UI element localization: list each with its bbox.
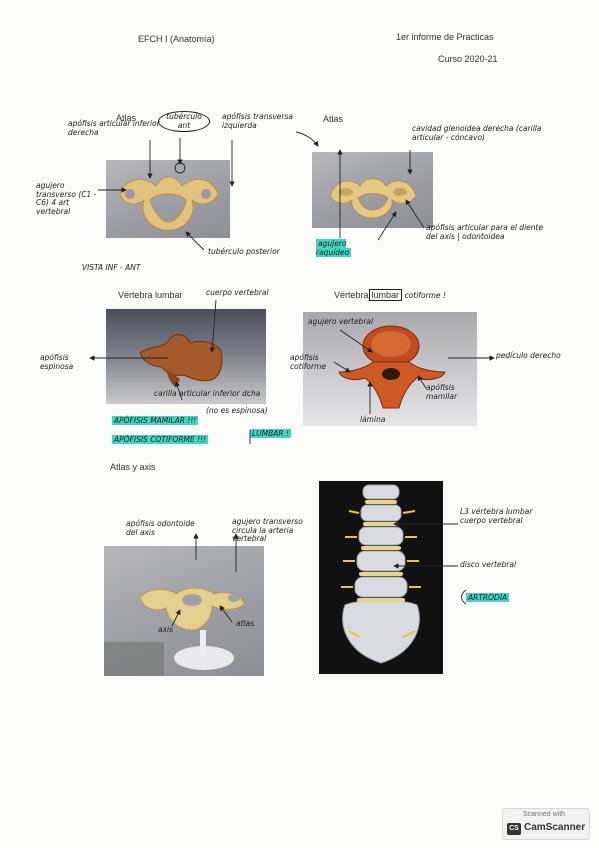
label-apofisis-articular-axis: apófisis articular para el diente del ax… — [426, 223, 544, 241]
lumbar-lateral-photo — [106, 309, 266, 404]
label-atlas: atlas — [236, 619, 255, 628]
label-no-espinosa: (no es espinosa) — [206, 406, 268, 415]
label-agujero-transverso-axis: agujero transverso circula la arteria ve… — [232, 517, 303, 544]
label-lumbar-highlight: LUMBAR ! — [250, 429, 292, 438]
camscanner-badge: Scanned with CS CamScanner — [502, 808, 590, 840]
lumbar-bone-drawing-right — [338, 325, 446, 409]
label-apofisis-cotiforme-highlight: APÓFISIS COTIFORME !!! — [112, 435, 209, 444]
lumbar-title-left: Vértebra lumbar — [118, 290, 183, 300]
lumbar-title-boxed: lumbar — [368, 289, 403, 301]
label-lamina: lámina — [360, 415, 386, 424]
atlas-superior-photo — [312, 152, 433, 228]
label-axis: axis — [158, 625, 174, 634]
label-apofisis-cotiforme: apófisis cotiforme — [290, 353, 326, 371]
badge-app-name: CamScanner — [524, 822, 586, 833]
label-carilla-articular-inferior: carilla articular inferior dcha — [154, 389, 261, 398]
spine-photo — [319, 481, 443, 674]
atlas-axis-photo — [104, 546, 264, 676]
label-vista-inferior: VISTA INF - ANT — [82, 263, 141, 272]
label-tuberculo-anterior: tubérculo ant — [158, 111, 210, 133]
atlas-axis-drawing — [104, 587, 245, 676]
course-title: EFCH I (Anatomía) — [138, 34, 215, 44]
label-apofisis-articular-inferior: apófisis articular inferior derecha — [68, 119, 160, 137]
lumbar-title-pre: Vértebra — [334, 290, 369, 300]
label-l3-vertebra-lumbar: L3 vértebra lumbar cuerpo vertebral — [460, 507, 533, 525]
label-cavidad-glenoidea: cavidad glenoidea derecha (carilla artic… — [412, 124, 542, 142]
camscanner-logo-icon: CS — [507, 823, 521, 835]
atlas-inferior-photo — [106, 160, 230, 238]
report-title: 1er informe de Practicas — [396, 32, 494, 42]
atlas-title-right: Atlas — [323, 114, 344, 124]
label-apofisis-mamilar-highlight: APÓFISIS MAMILAR !!! — [112, 416, 199, 425]
lumbar-superior-photo — [303, 312, 477, 426]
label-tuberculo-posterior: tubérculo posterior — [208, 247, 280, 256]
label-pediculo-derecho: pedículo derecho — [496, 351, 561, 360]
course-year: Curso 2020-21 — [438, 54, 498, 64]
lumbar-title-post: cotiforme ! — [404, 291, 446, 300]
label-disco-vertebral: disco vertebral — [460, 560, 517, 569]
atlas-title-left: Atlas — [116, 113, 137, 123]
label-agujero-vertebral: agujero vertebral — [308, 317, 374, 326]
label-agujero-transverso: agujero transverso (C1 - C6) 4 art verte… — [36, 181, 97, 216]
label-apofisis-mamilar: apófisis mamilar — [426, 383, 458, 401]
label-artrodia: ARTRODIA — [466, 593, 510, 602]
atlas-bone-drawing-right — [329, 178, 417, 219]
atlas-axis-title: Atlas y axis — [110, 462, 156, 472]
label-apofisis-transversa-izquierda: apófisis transversa izquierda — [222, 112, 293, 130]
badge-scanned-text: Scanned with — [523, 811, 566, 818]
label-cuerpo-vertebral-left: cuerpo vertebral — [206, 288, 269, 297]
label-agujero-raquideo: agujero raquídeo — [316, 239, 352, 257]
spine-drawing — [341, 484, 421, 664]
label-apofisis-espinosa: apófisis espinosa — [40, 353, 74, 371]
label-apofisis-odontoide: apófisis odontoide del axis — [126, 519, 195, 537]
atlas-bone-drawing-left — [119, 176, 219, 231]
